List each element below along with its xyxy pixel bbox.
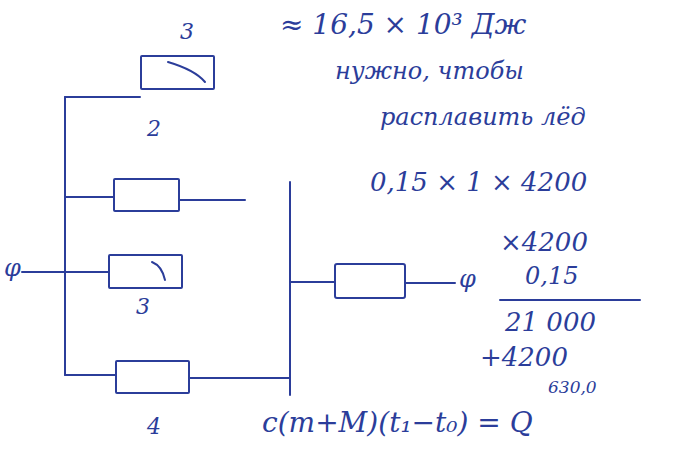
callout-number: 2 [147, 118, 161, 140]
wire [405, 282, 455, 284]
pen-stroke [168, 62, 205, 82]
wire [64, 97, 66, 375]
resistor-outline [108, 254, 183, 289]
handwritten-note: нужно, чтобы [335, 58, 524, 84]
wire [290, 281, 335, 283]
resistor-box: 4 [115, 360, 190, 394]
resistor-outline [113, 178, 180, 212]
handwritten-note: ≈ 16,5 × 10³ Дж [280, 10, 526, 41]
resistor-symbol [335, 264, 405, 298]
wire [289, 182, 291, 395]
wire [180, 199, 245, 201]
resistor-box: 3 [140, 55, 215, 90]
wire [22, 271, 108, 273]
handwritten-note: +4200 [480, 343, 568, 372]
terminal-label: φ [459, 266, 476, 292]
callout-number: 3 [136, 296, 150, 318]
wire [65, 374, 115, 376]
resistor-box: 2 [113, 178, 180, 212]
resistor-box: 3 [108, 254, 183, 289]
pen-stroke [152, 262, 165, 280]
wire [65, 196, 113, 198]
resistor-outline [115, 360, 190, 394]
handwritten-note: c(m+M)(t₁−t₀) = Q [262, 408, 533, 439]
handwritten-note: 0,15 × 1 × 4200 [370, 168, 587, 197]
handwritten-note: расплавить лёд [380, 104, 586, 130]
terminal-label: φ [4, 255, 21, 281]
handwritten-note: ×4200 [500, 228, 588, 257]
callout-number: 4 [147, 416, 161, 438]
handwritten-note: 0,15 [525, 263, 578, 289]
wire [65, 96, 140, 98]
handwritten-note: 630,0 [548, 378, 597, 397]
handwritten-note: 21 000 [505, 308, 596, 337]
sum-line [500, 299, 640, 301]
resistor-outline [140, 55, 215, 90]
wire [190, 377, 290, 379]
callout-number: 3 [180, 21, 194, 43]
